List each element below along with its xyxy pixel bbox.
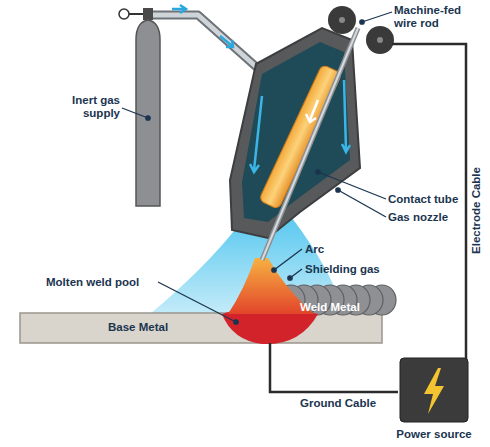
cable-label: Ground Cable — [300, 397, 400, 410]
part-label: Arc — [305, 243, 365, 256]
base-metal — [20, 313, 382, 343]
node-label: Power source — [392, 428, 476, 441]
torch-body — [230, 28, 360, 238]
part-label: Molten weld pool — [46, 276, 156, 289]
part-label: Base Metal — [108, 321, 208, 334]
leader-lines — [122, 12, 392, 324]
gas-cylinder — [136, 20, 160, 206]
feed-roller — [366, 26, 394, 54]
part-label: Shielding gas — [305, 263, 405, 276]
wire — [262, 28, 358, 260]
power-source: Power source — [392, 356, 476, 441]
part-label: Weld Metal — [300, 301, 380, 314]
ground-cable — [270, 343, 398, 392]
gauge — [119, 9, 129, 19]
part-label: Machine-fed wire rod — [394, 4, 484, 30]
power-source-box — [392, 356, 476, 424]
cable-label: Electrode Cable — [469, 165, 482, 256]
part-label: Inert gas supply — [50, 94, 120, 120]
feed-roller — [328, 6, 356, 34]
contact-tube — [259, 64, 342, 209]
